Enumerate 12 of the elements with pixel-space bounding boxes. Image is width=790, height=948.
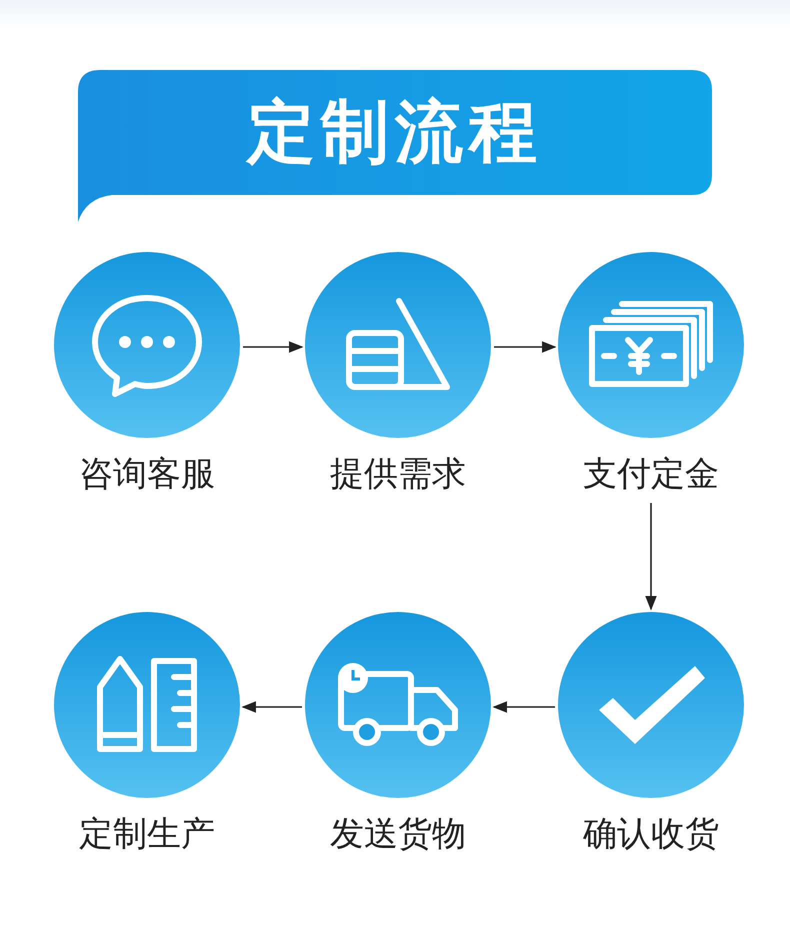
arrow — [645, 503, 657, 610]
step-label: 发送货物 — [330, 813, 466, 856]
step-label: 提供需求 — [330, 453, 466, 496]
step-label: 支付定金 — [583, 453, 719, 496]
title: 定制流程 — [247, 92, 543, 174]
step-label: 定制生产 — [79, 813, 215, 856]
arrow — [243, 341, 304, 353]
arrow — [242, 701, 302, 713]
step-label: 咨询客服 — [79, 453, 215, 496]
step-label: 确认收货 — [583, 813, 719, 856]
arrow — [492, 701, 555, 713]
arrow — [494, 341, 556, 353]
